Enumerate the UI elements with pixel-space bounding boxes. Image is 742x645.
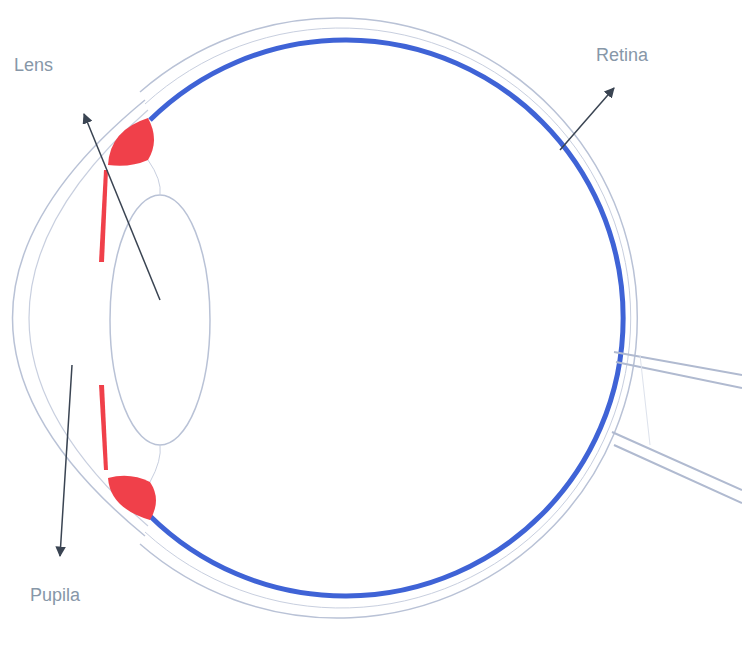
retina-layer <box>150 40 623 596</box>
iris <box>99 170 108 262</box>
leader-arrow <box>60 365 72 556</box>
zonule-fibers <box>148 160 160 482</box>
ciliary-body <box>108 118 154 166</box>
cornea-inner <box>29 110 148 526</box>
iris <box>99 385 108 470</box>
sclera-outline <box>140 18 637 618</box>
lens-shape <box>110 195 210 445</box>
optic-nerve <box>612 432 742 503</box>
optic-disc <box>640 355 650 445</box>
part-label: Lens <box>14 56 53 76</box>
optic-nerve <box>614 352 742 388</box>
ciliary-body <box>108 476 156 520</box>
sclera-inner <box>145 28 631 608</box>
leader-arrow <box>84 114 160 300</box>
part-label: Pupila <box>30 586 80 606</box>
part-label: Retina <box>596 46 648 66</box>
leader-arrow <box>560 88 614 150</box>
